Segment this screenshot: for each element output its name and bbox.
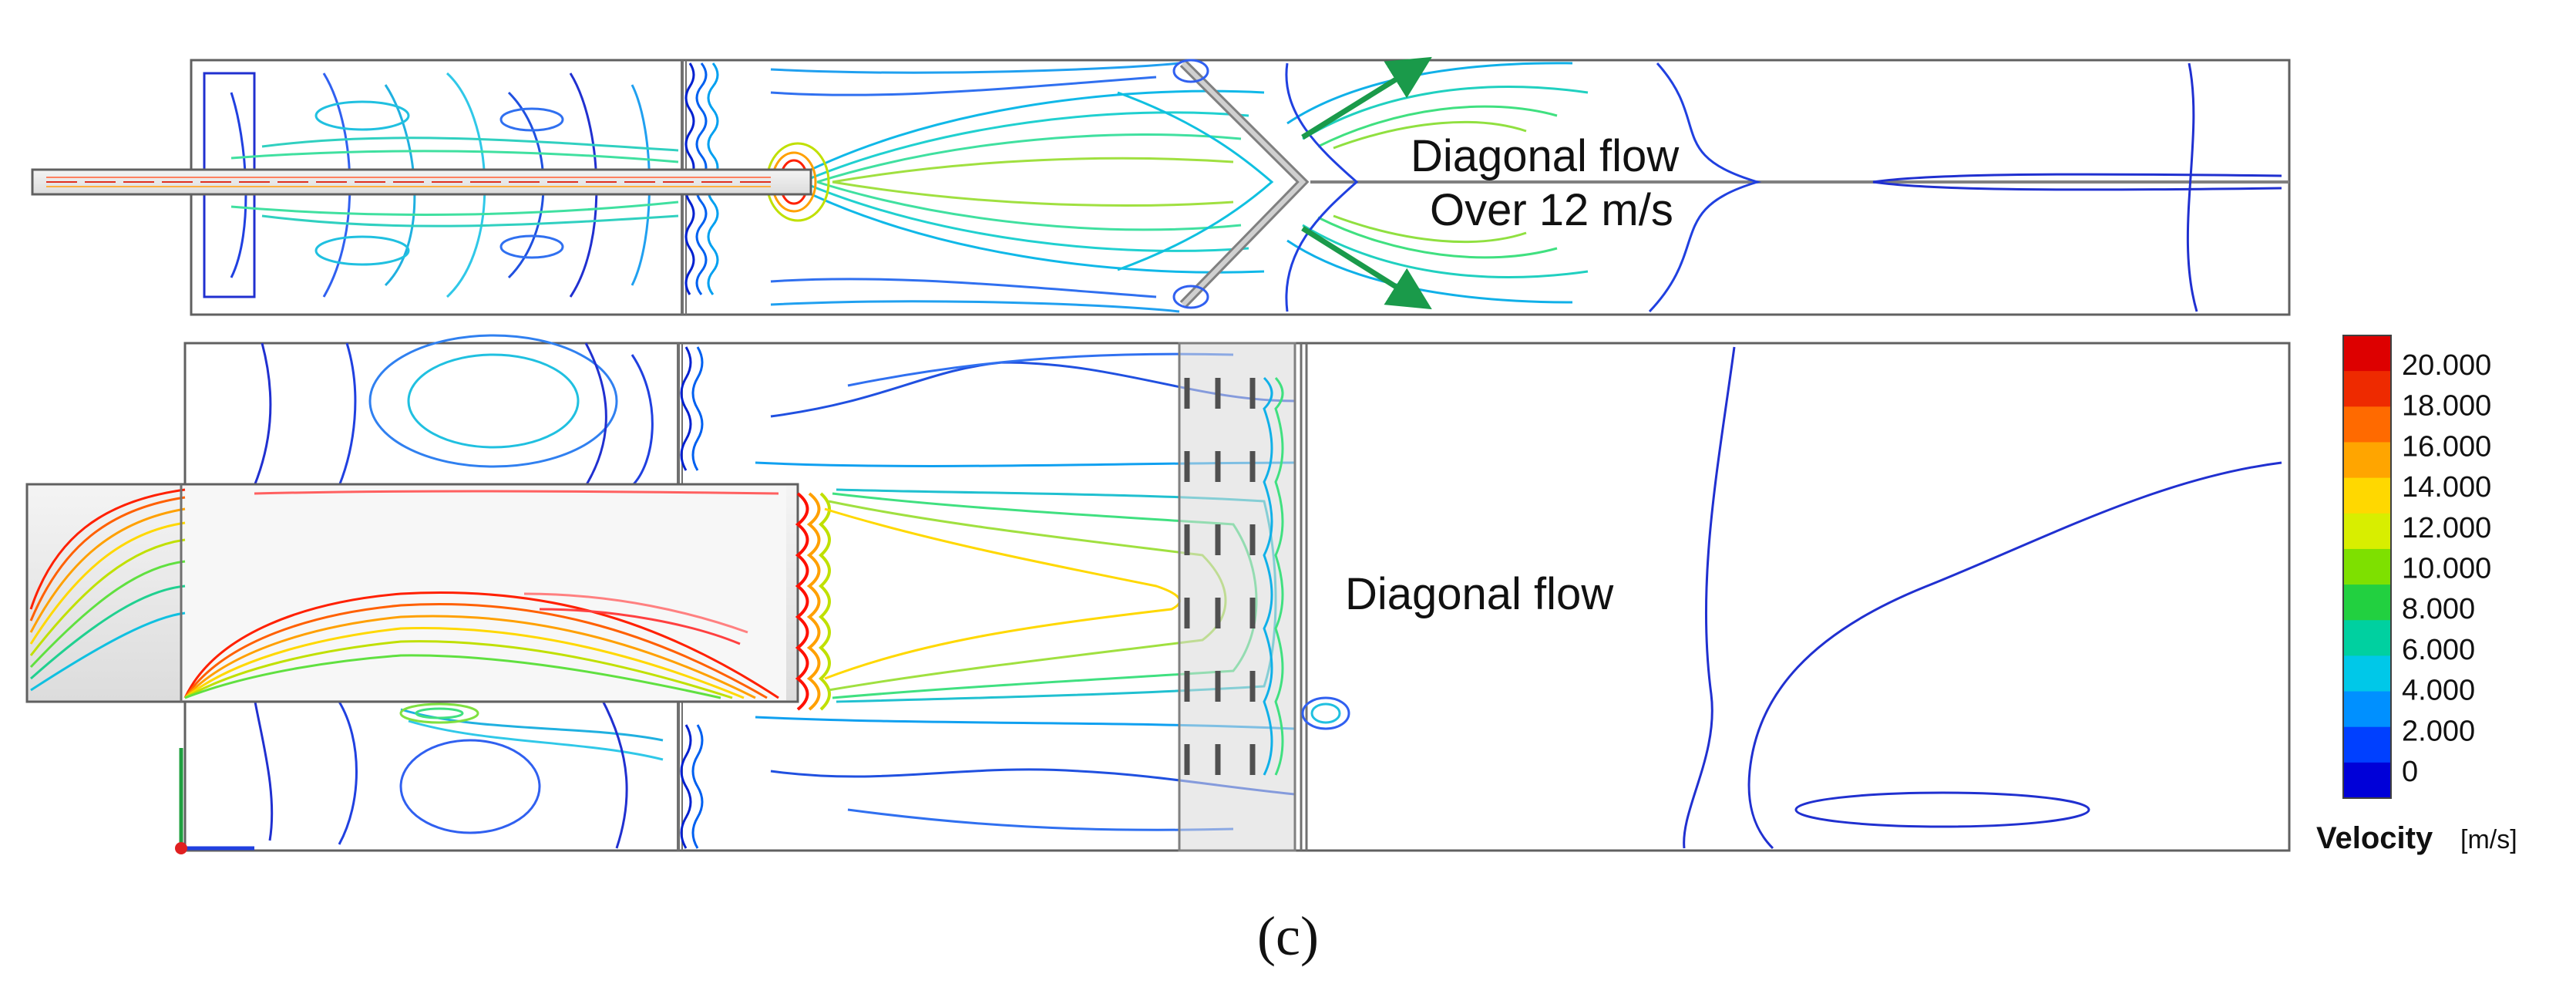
top-view: Diagonal flow Over 12 m/s	[31, 56, 2291, 316]
legend-tick-label: 20.000	[2402, 349, 2491, 382]
legend-swatch	[2343, 442, 2391, 479]
bottom-right-contours	[1683, 346, 2282, 850]
legend-swatch	[2343, 691, 2391, 728]
legend-swatch	[2343, 335, 2391, 372]
axis-triad-icon	[175, 748, 254, 854]
top-annotation-line1: Diagonal flow	[1411, 131, 1680, 181]
legend-swatch	[2343, 762, 2391, 799]
legend-tick-label: 2.000	[2402, 715, 2475, 747]
bottom-louver-region	[1178, 342, 1350, 852]
legend-tick-label: 6.000	[2402, 634, 2475, 666]
legend-swatch	[2343, 655, 2391, 692]
bottom-fan-contours	[680, 346, 704, 849]
pipe-contours	[29, 488, 779, 699]
bottom-inlet-pipe	[25, 483, 799, 703]
legend-tick-label: 18.000	[2402, 390, 2491, 423]
diagonal-arrow-up	[1301, 56, 1432, 140]
bottom-view: Diagonal flow	[25, 334, 2291, 854]
top-annotation-line2: Over 12 m/s	[1430, 185, 1673, 235]
legend-tick-label: 16.000	[2402, 430, 2491, 463]
legend-swatch	[2343, 726, 2391, 763]
bottom-left-lower-contours	[253, 697, 664, 849]
legend-swatch	[2343, 406, 2391, 443]
legend-tick-label: 10.000	[2402, 553, 2491, 585]
legend-swatch	[2343, 477, 2391, 514]
legend-tick-label: 0	[2402, 756, 2418, 788]
bottom-left-upper-contours	[253, 334, 654, 487]
legend-swatch	[2343, 620, 2391, 656]
legend-swatch	[2343, 371, 2391, 407]
legend-tick-label: 8.000	[2402, 593, 2475, 625]
legend-bar-outline	[2342, 335, 2392, 799]
legend-tick-labels: 20.000 18.000 16.000 14.000 12.000 10.000 8.00…	[2402, 349, 2491, 788]
velocity-legend: 20.000 18.000 16.000 14.000 12.000 10.000 8.00…	[2316, 335, 2517, 855]
figure-caption: (c)	[1257, 905, 1319, 967]
legend-color-bar	[2342, 335, 2392, 799]
legend-title: Velocity	[2316, 821, 2433, 855]
legend-swatch	[2343, 548, 2391, 585]
bottom-annotation: Diagonal flow	[1345, 569, 1614, 619]
legend-tick-label: 4.000	[2402, 675, 2475, 707]
legend-swatch	[2343, 513, 2391, 550]
diagonal-arrow-down	[1301, 226, 1432, 310]
top-deflector	[1172, 59, 1310, 309]
top-inlet-pipe	[31, 168, 812, 196]
top-arrows	[1301, 56, 1432, 310]
legend-tick-label: 14.000	[2402, 471, 2491, 504]
legend-unit: [m/s]	[2460, 825, 2517, 854]
legend-tick-label: 12.000	[2402, 512, 2491, 544]
legend-swatch	[2343, 585, 2391, 621]
top-mid-contours	[770, 62, 1274, 313]
bottom-jet-scallops	[795, 492, 831, 711]
